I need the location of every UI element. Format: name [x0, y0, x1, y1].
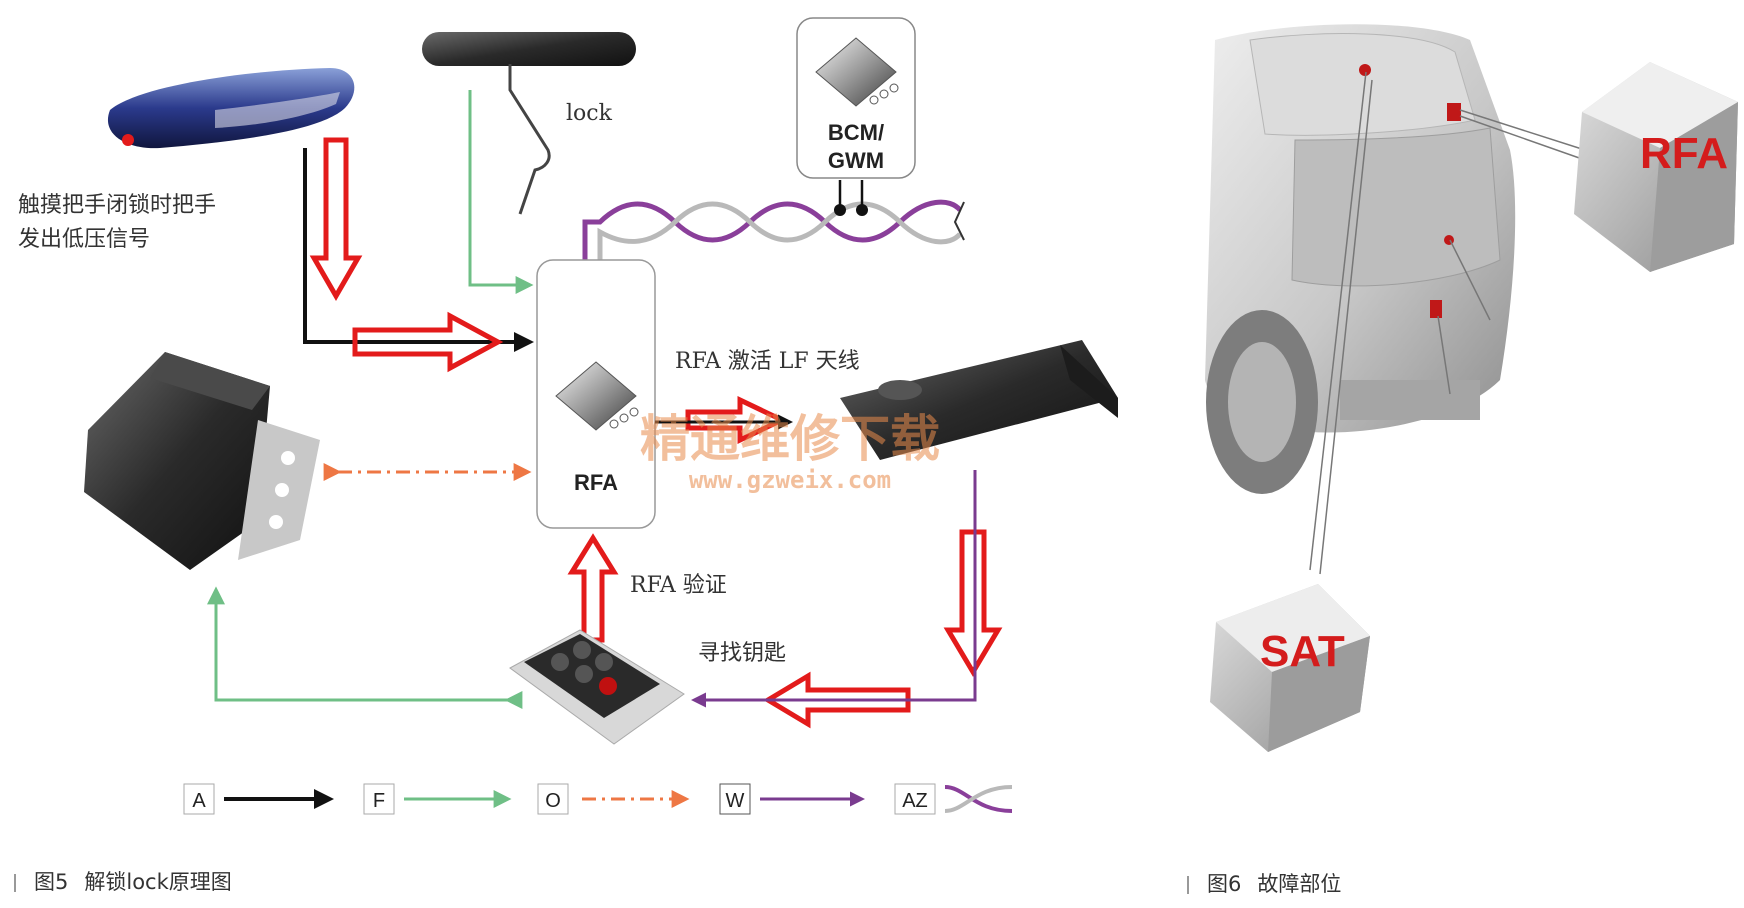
legend-key-a: A	[192, 790, 206, 812]
rfa-module-label: RFA	[574, 470, 618, 495]
figure-6-caption: 图6 故障部位	[1187, 868, 1341, 898]
legend-line-az	[944, 785, 1013, 813]
lock-label: lock	[566, 101, 613, 126]
lf-antenna-unit-illustration	[840, 340, 1118, 460]
key-to-sat-line	[207, 586, 523, 709]
fault-callout-lines	[1309, 71, 1586, 575]
lf-antenna-illustration	[422, 32, 636, 215]
bcm-chip-icon	[815, 37, 897, 107]
touch-note-line-1: 触摸把手闭锁时把手	[18, 193, 216, 218]
bcm-label-line-1: BCM/	[828, 120, 884, 145]
sat-module-callout: SAT	[1210, 584, 1370, 752]
figure-5-title: 解锁lock原理图	[84, 870, 232, 894]
watermark-title: 精通维修下载	[640, 410, 940, 468]
rfa-callout-label: RFA	[1640, 129, 1728, 178]
handle-signal-line	[303, 148, 534, 352]
antenna-feed-line	[468, 90, 534, 294]
touch-note-line-2: 发出低压信号	[18, 227, 150, 252]
bcm-label-line-2: GWM	[828, 148, 884, 173]
sat-module-illustration	[84, 352, 320, 570]
sat-callout-label: SAT	[1260, 627, 1345, 676]
rfa-verify-label: RFA 验证	[630, 573, 727, 598]
rfa-module-callout: RFA	[1574, 62, 1738, 272]
watermark-url: www.gzweix.com	[689, 466, 891, 494]
figure-6-number: 图6	[1207, 872, 1242, 896]
rfa-activate-label: RFA 激活 LF 天线	[675, 349, 860, 374]
legend-key-o: O	[545, 790, 561, 812]
legend-key-az: AZ	[902, 790, 928, 812]
legend: A F O W AZ	[183, 783, 1013, 815]
can-bus-twisted-pair	[582, 180, 965, 262]
bus-junction-dot	[834, 204, 846, 216]
legend-key-w: W	[726, 790, 745, 812]
find-key-label: 寻找钥匙	[698, 641, 786, 666]
rfa-module: RFA	[536, 259, 656, 529]
key-search-line	[691, 470, 977, 708]
rfa-chip-icon	[555, 361, 637, 431]
bcm-gwm-module: BCM/ GWM	[796, 17, 916, 179]
key-fob-illustration	[509, 629, 685, 745]
bus-junction-dot	[856, 204, 868, 216]
figure-5-caption: 图5 解锁lock原理图	[14, 866, 232, 896]
figure-6-title: 故障部位	[1257, 872, 1342, 896]
legend-key-f: F	[373, 790, 385, 812]
figure-5-number: 图5	[34, 870, 69, 894]
door-handle-illustration	[107, 68, 355, 149]
red-signal-arrows	[309, 137, 1003, 729]
